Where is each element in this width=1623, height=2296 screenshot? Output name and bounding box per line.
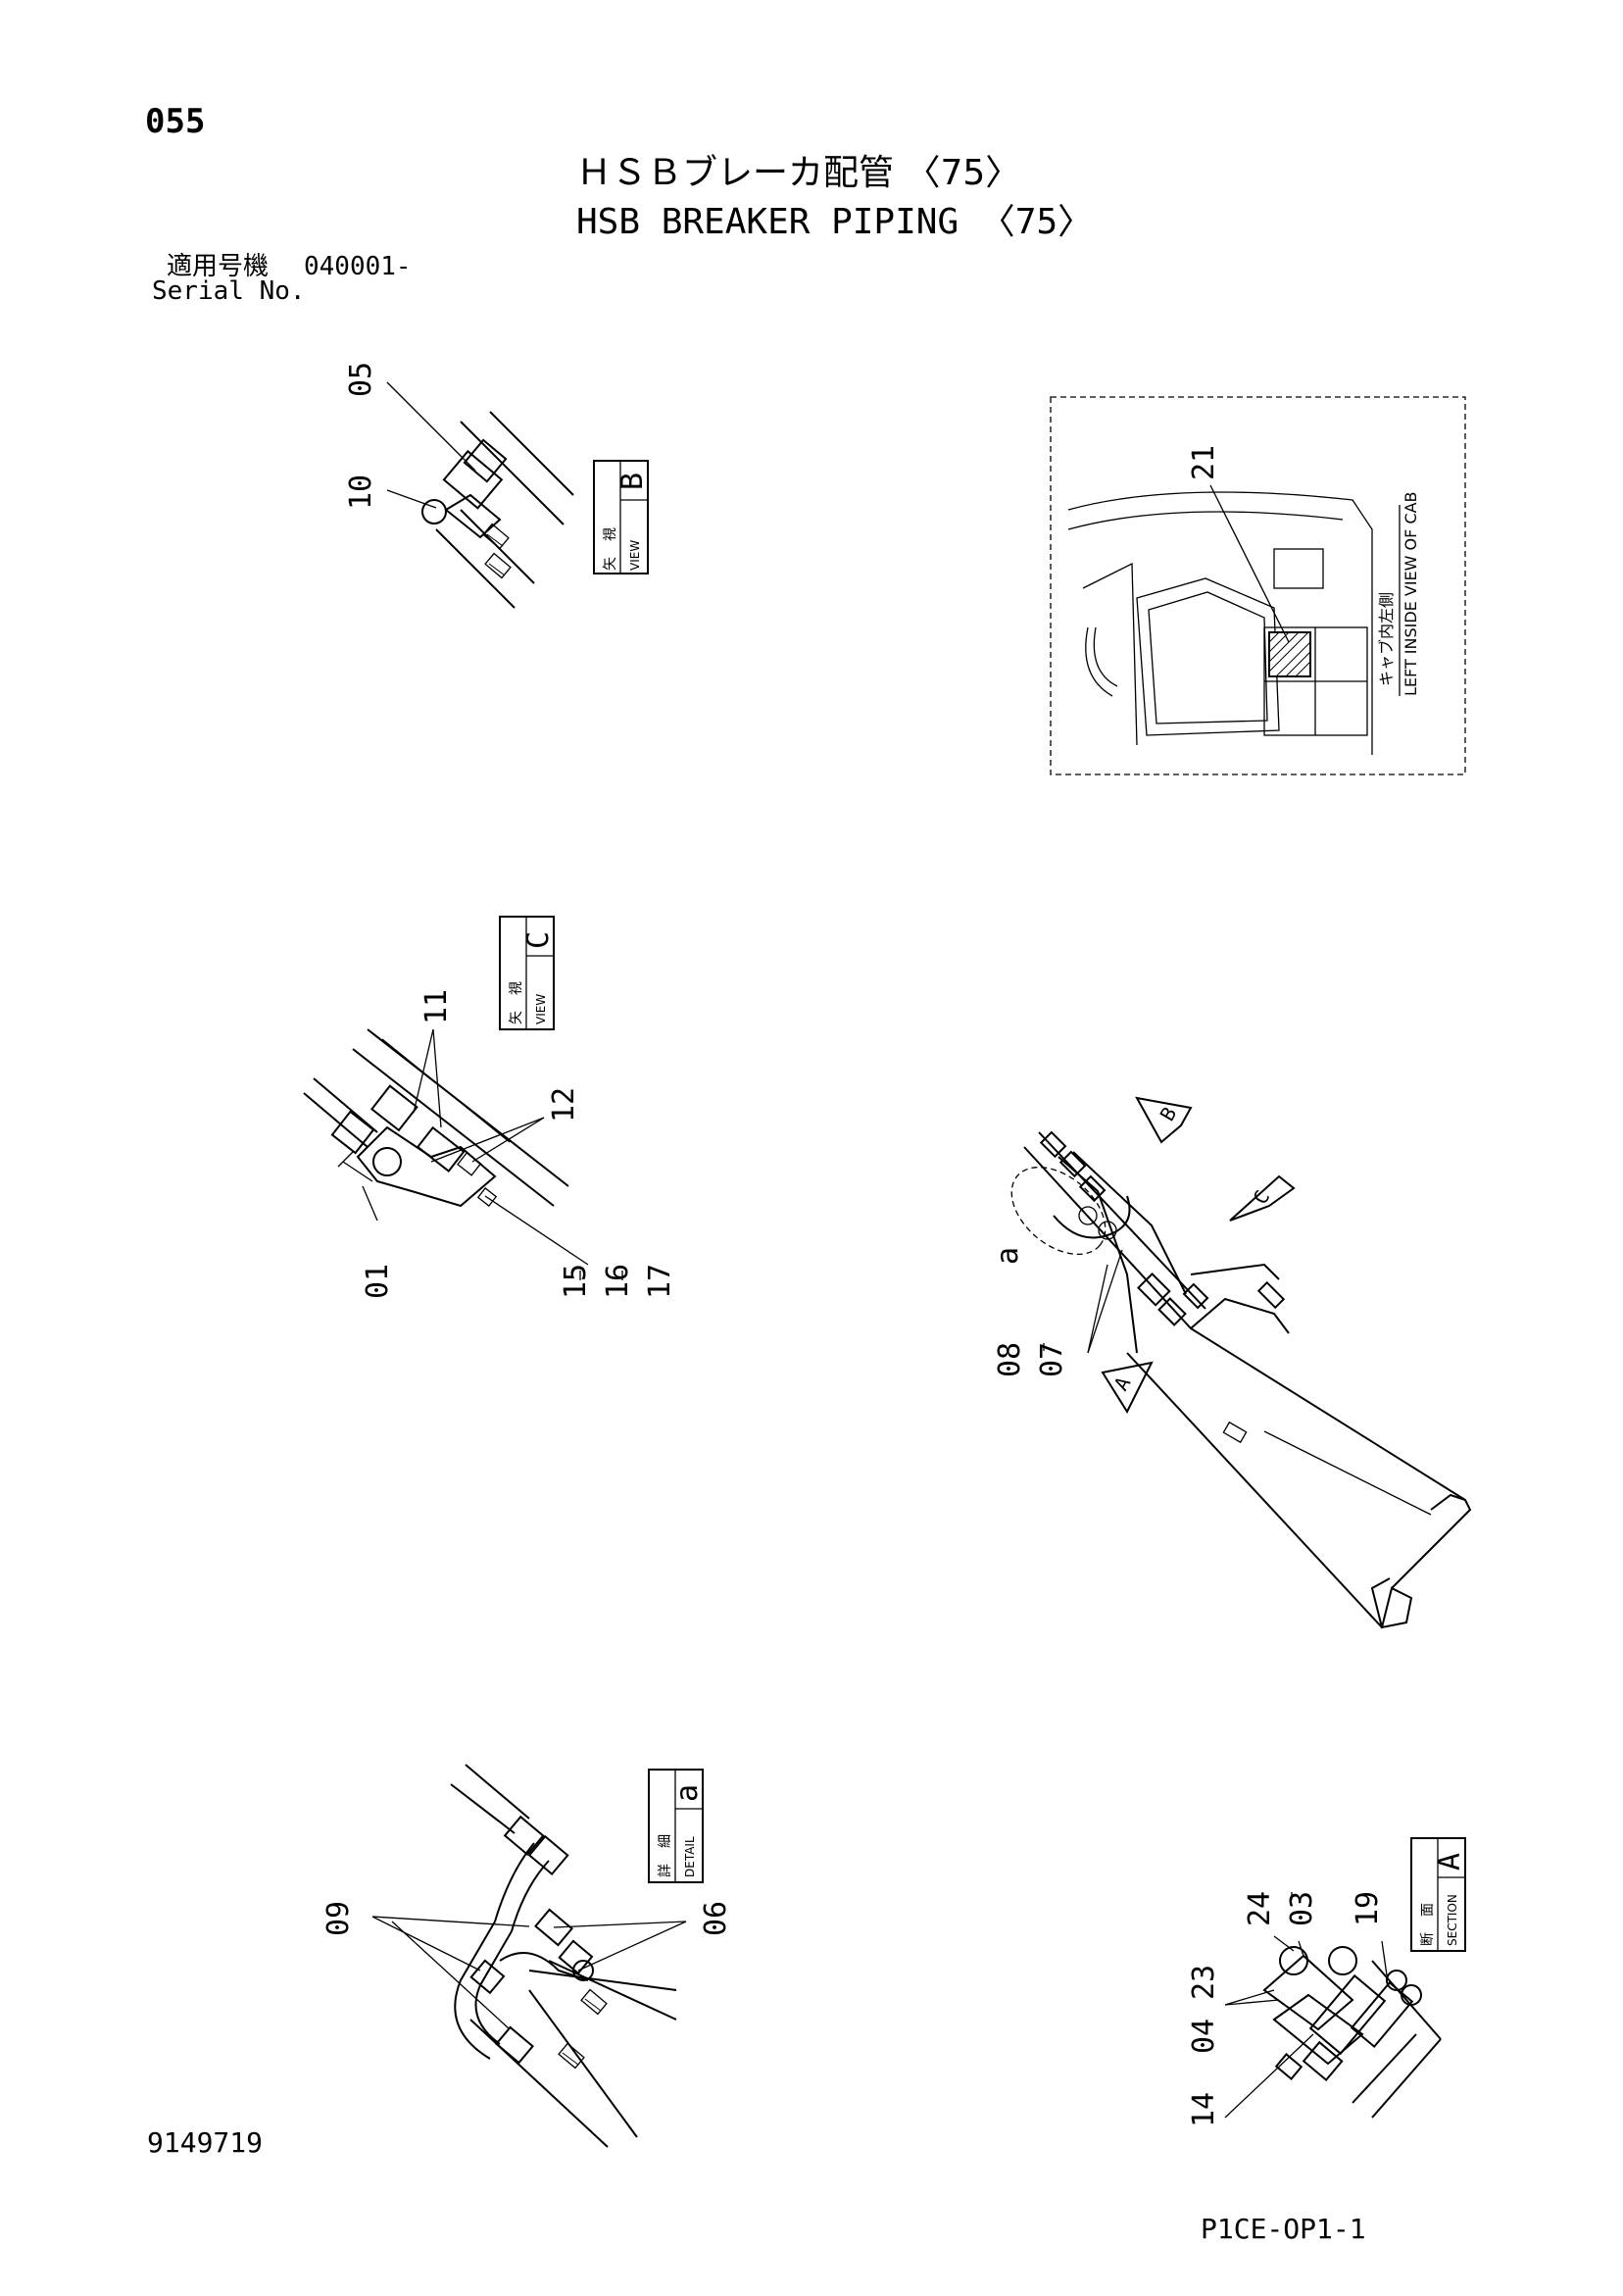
cab-view-label-japanese: キャブ内左側 — [1377, 592, 1396, 686]
view-c-tag: C 矢 視 VIEW — [499, 916, 556, 1030]
arrow-c: C — [1229, 1174, 1296, 1222]
callout-23: 23 — [1187, 1965, 1221, 2000]
title-english: HSB BREAKER PIPING 〈75〉 — [576, 202, 1093, 242]
arrow-b: B — [1135, 1096, 1193, 1144]
view-c-tag-jp2: 視 — [509, 981, 524, 995]
view-c-tag-letter: C — [521, 931, 556, 949]
detail-a-ref: a — [991, 1247, 1025, 1265]
page-number: 055 — [145, 102, 205, 141]
detail-a-tag-jp1: 詳 — [658, 1864, 673, 1877]
callout-10: 10 — [344, 474, 378, 510]
view-b-tag-jp2: 視 — [603, 527, 618, 541]
view-b-drawing — [386, 381, 574, 609]
title-japanese: ＨＳＢブレーカ配管 〈75〉 — [576, 153, 1020, 193]
hatched-part-21 — [1268, 631, 1311, 677]
cab-view-label-english: LEFT INSIDE VIEW OF CAB — [1402, 491, 1420, 696]
detail-a-drawing — [371, 1764, 687, 2148]
cab-view-frame — [1050, 396, 1466, 775]
detail-a-tag: a 詳 細 DETAIL — [648, 1769, 705, 1883]
detail-a-tag-letter: a — [670, 1784, 705, 1802]
arrow-a-label: A — [1109, 1373, 1136, 1394]
callout-08: 08 — [993, 1342, 1027, 1377]
callout-14: 14 — [1187, 2092, 1221, 2127]
callout-15: 15 — [559, 1264, 593, 1299]
callout-09: 09 — [321, 1901, 356, 1936]
callout-24: 24 — [1243, 1891, 1277, 1926]
callout-05: 05 — [344, 362, 378, 397]
section-a-tag-letter: A — [1433, 1853, 1467, 1871]
callout-03: 03 — [1285, 1891, 1319, 1926]
section-a-drawing — [1224, 1935, 1442, 2119]
callout-19: 19 — [1351, 1891, 1385, 1926]
callout-06: 06 — [699, 1901, 733, 1936]
callout-12: 12 — [547, 1087, 581, 1123]
main-arm-drawing — [1010, 1130, 1472, 1629]
sheet-code: P1CE-OP1-1 — [1201, 2213, 1366, 2245]
callout-07: 07 — [1035, 1342, 1069, 1377]
part-code: 9149719 — [147, 2126, 263, 2159]
callout-11: 11 — [419, 989, 454, 1024]
callout-17: 17 — [643, 1264, 677, 1299]
view-b-tag: B 矢 視 VIEW — [593, 460, 650, 574]
serial-value: 040001- — [304, 252, 412, 281]
serial-label-english: Serial No. — [152, 276, 306, 306]
section-a-tag: A 断 面 SECTION — [1410, 1837, 1467, 1952]
view-b-tag-jp1: 矢 — [603, 557, 618, 571]
callout-21: 21 — [1187, 445, 1221, 480]
view-c-drawing — [303, 1028, 589, 1266]
section-a-tag-jp2: 面 — [1420, 1903, 1436, 1917]
callout-01: 01 — [361, 1264, 395, 1299]
detail-a-tag-jp2: 細 — [658, 1834, 673, 1848]
serial-label-japanese: 適用号機 — [167, 252, 269, 281]
section-a-tag-jp1: 断 — [1420, 1932, 1436, 1946]
view-b-tag-en: VIEW — [628, 540, 642, 571]
detail-a-tag-en: DETAIL — [683, 1836, 697, 1877]
view-c-tag-en: VIEW — [534, 994, 548, 1024]
view-c-tag-jp1: 矢 — [509, 1011, 524, 1024]
section-a-tag-en: SECTION — [1446, 1894, 1459, 1946]
view-b-tag-letter: B — [615, 473, 650, 490]
callout-04: 04 — [1187, 2019, 1221, 2054]
callout-16: 16 — [601, 1264, 635, 1299]
